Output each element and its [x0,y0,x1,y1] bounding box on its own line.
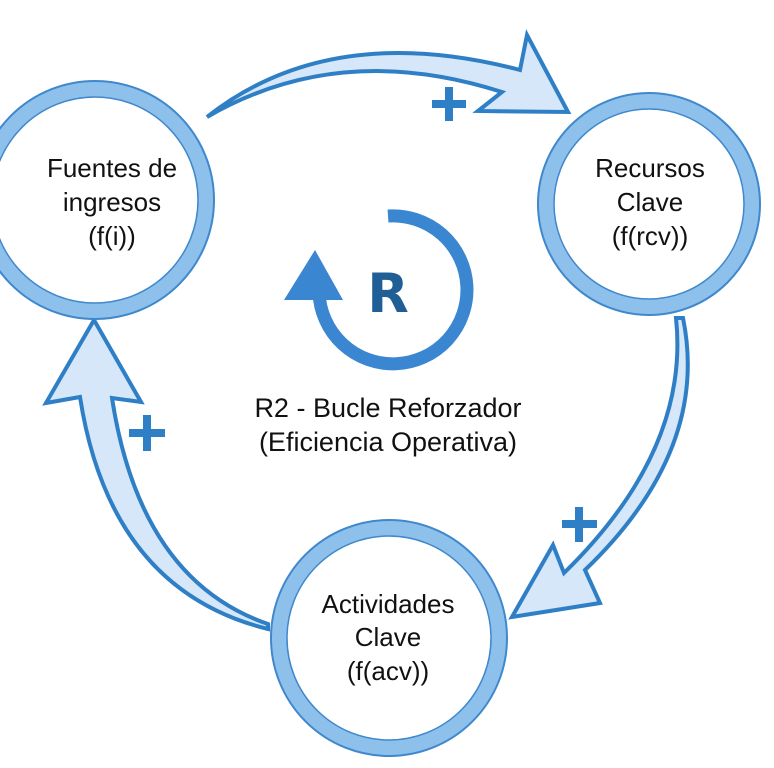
node-label-line: (f(rcv)) [612,221,689,251]
node-label-line: Clave [355,622,421,652]
node-actividades-clave: Actividades Clave (f(acv)) [270,519,508,757]
node-label-line: Recursos [595,153,705,183]
node-recursos-clave: Recursos Clave (f(rcv)) [537,92,761,316]
node-label-line: (f(i)) [88,221,136,251]
node-label-line: Clave [617,187,683,217]
loop-subtitle: (Eficiencia Operativa) [259,427,517,457]
link-recursos-to-actividades [508,316,690,620]
arrow-actividades-to-fuentes [42,315,270,632]
loop-arrowhead [284,250,343,300]
arrow-fuentes-to-recursos [205,29,572,119]
node-label-line: ingresos [63,187,161,217]
polarity-plus-icon [432,87,466,121]
loop-title: R2 - Bucle Reforzador [254,393,521,423]
link-actividades-to-fuentes [42,315,270,632]
reinforcing-loop-icon: R [284,209,474,371]
node-fuentes-de-ingresos: Fuentes de ingresos (f(i)) [0,80,215,320]
node-label-line: (f(acv)) [347,656,429,686]
arrow-recursos-to-actividades [508,316,690,620]
node-label-line: Actividades [322,589,455,619]
polarity-plus-icon [129,415,165,451]
loop-arc [312,209,474,371]
node-label-line: Fuentes de [47,153,177,183]
link-fuentes-to-recursos [205,29,572,121]
polarity-plus-icon [562,507,597,542]
loop-symbol: R [367,262,409,325]
